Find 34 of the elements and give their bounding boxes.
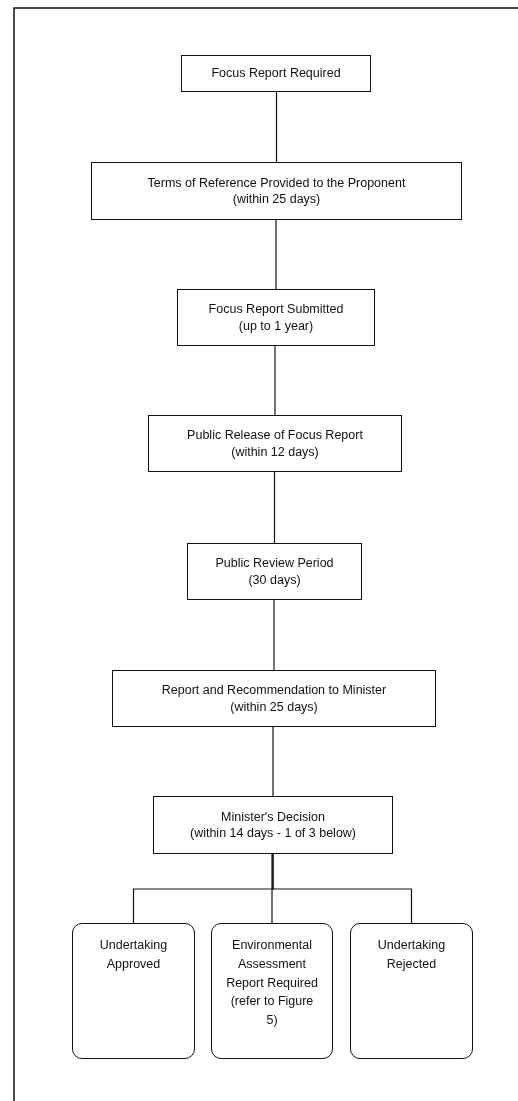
process-box [187,543,362,600]
step-label: Environmental Assessment Report Required (refer to Figure 5) [225,937,319,1029]
connector-line [273,471,276,544]
connector-line [275,91,278,163]
process-box [112,670,436,727]
step-label: Minister's Decision [221,808,325,825]
duration-note: (30 days) [248,571,301,588]
step-label: Focus Report Required [211,65,341,82]
duration-note: (within 12 days) [231,443,319,460]
process-box [181,55,371,92]
process-box [177,289,375,346]
step-label: Undertaking Approved [98,937,169,973]
connector-line [275,219,277,290]
step-label: Report and Recommendation to Minister [161,682,387,699]
step-label: Terms of Reference Provided to the Proponent [147,174,406,191]
step-label: Focus Report Submitted [208,301,344,318]
connector-line [273,599,275,671]
step-label: Public Review Period [215,555,334,572]
duration-note: (within 14 days - 1 of 3 below) [189,825,357,842]
process-box [91,162,462,220]
connector-line [271,853,273,924]
outcome-box [350,923,473,1059]
process-box [148,415,402,472]
process-box [153,796,393,854]
connector-line [272,726,274,797]
outcome-box [72,923,195,1059]
duration-note: (within 25 days) [232,191,321,208]
duration-note: (up to 1 year) [238,317,314,334]
outcome-box [211,923,333,1059]
connector-line [272,853,413,924]
step-label: Public Release of Focus Report [187,427,363,444]
connector-line [274,345,276,416]
step-label: Undertaking Rejected [376,937,447,973]
duration-note: (within 25 days) [230,698,318,715]
